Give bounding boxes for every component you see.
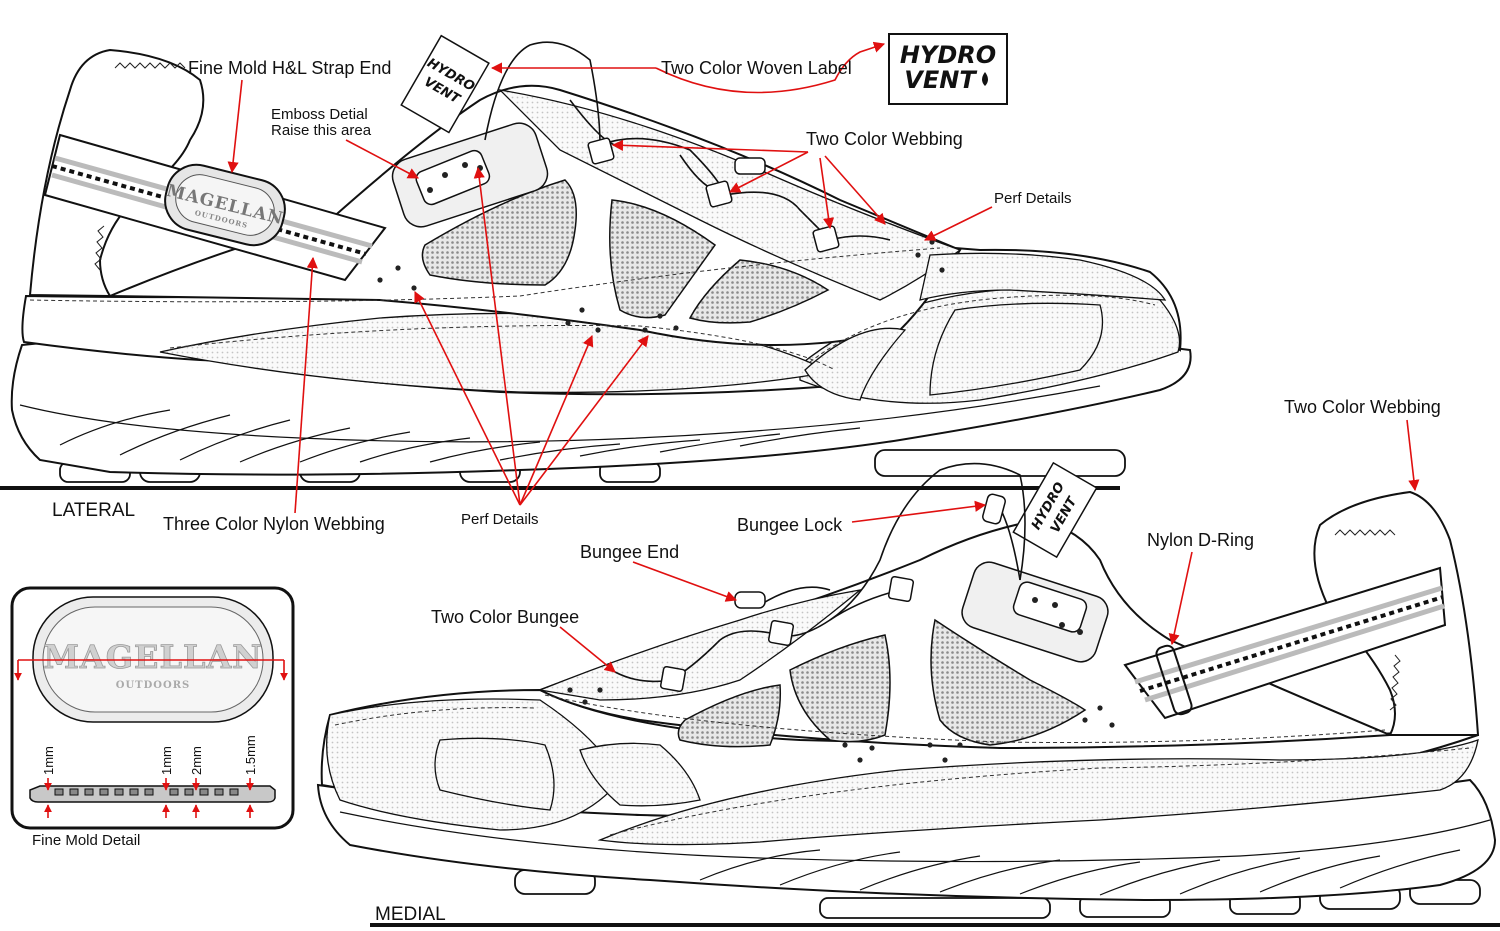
inset-magellan-logo-text: MAGELLAN [43,638,262,676]
medial-mesh-window-2 [789,634,891,743]
lateral-mesh-window-3 [688,259,830,324]
medial-woven-label: HYDRO VENT [1012,461,1098,559]
medial-lower-window [579,742,701,807]
lateral-perforations [377,239,945,333]
lateral-lower-window [929,302,1104,396]
medial-tongue-mesh [537,588,863,701]
dim-label-3: 2mm [189,746,204,775]
fine-mold-detail-caption: Fine Mold Detail [32,832,140,849]
callout-nylon-d-ring: Nylon D-Ring [1147,530,1254,550]
medial-d-ring [1155,644,1193,716]
callout-bungee-lock: Bungee Lock [737,515,843,535]
medial-outsole-lugs [514,869,1481,919]
lateral-bungee-lock [734,157,766,175]
callout-two-color-bungee: Two Color Bungee [431,607,579,627]
callout-emboss-line1: Emboss Detial [271,106,368,123]
inset-magellan-logo-sub: OUTDOORS [116,680,191,691]
lateral-vamp-mesh [919,252,1167,301]
lateral-woven-label: HYDRO VENT [400,34,490,134]
medial-midsole-texture [339,811,1491,896]
callout-emboss-line2: Raise this area [271,122,372,139]
callout-fine-mold-strap-end: Fine Mold H&L Strap End [188,58,391,78]
lateral-shoe-illustration: MAGELLAN OUTDOORS HYDRO VENT [0,34,1192,490]
fine-mold-detail-inset: MAGELLAN OUTDOORS 1mm 1mm 2mm [10,586,295,830]
lateral-midsole-texture [19,385,1101,463]
callout-perf-details-center: Perf Details [461,511,539,528]
medial-mesh-window-3 [930,618,1087,746]
dim-label-4: 1.5mm [243,735,258,775]
lateral-stitching [29,247,1156,371]
medial-webbing-loops [659,575,915,693]
medial-stitching [334,694,1471,836]
callout-perf-details-right: Perf Details [994,190,1072,207]
medial-bungee-lock [982,493,1006,525]
callout-leaders [227,41,1420,673]
dim-label-2: 1mm [159,746,174,775]
hydrovent-logo-line1: HYDRO [900,41,996,69]
view-label-lateral: LATERAL [52,500,135,521]
medial-perforations [567,687,1115,763]
medial-bungee-end [734,591,766,609]
callout-labels: Fine Mold H&L Strap End Emboss Detial Ra… [163,58,1441,627]
lateral-emboss-panel [415,149,491,206]
view-label-medial: MEDIAL [375,904,446,925]
mold-dimension-arrows [44,778,254,818]
dim-label-1: 1mm [41,746,56,775]
medial-sole-band [597,739,1479,846]
callout-two-color-webbing-medial: Two Color Webbing [1284,397,1441,417]
medial-shoe-illustration: HYDRO VENT [316,461,1500,927]
callout-two-color-webbing-top: Two Color Webbing [806,129,963,149]
lateral-magellan-badge: MAGELLAN OUTDOORS [164,163,286,247]
hydrovent-logo-line2: VENT [904,66,977,94]
callout-three-color-nylon-webbing: Three Color Nylon Webbing [163,514,385,534]
callout-bungee-end: Bungee End [580,542,679,562]
medial-mesh-window-1 [677,684,782,748]
callout-two-color-woven-label: Two Color Woven Label [661,58,852,78]
lateral-mesh-window-2 [609,199,717,319]
hydrovent-logo: HYDRO VENT [888,33,1008,105]
lateral-webbing-loops [587,137,840,253]
lateral-heel-zigzag [114,62,186,69]
